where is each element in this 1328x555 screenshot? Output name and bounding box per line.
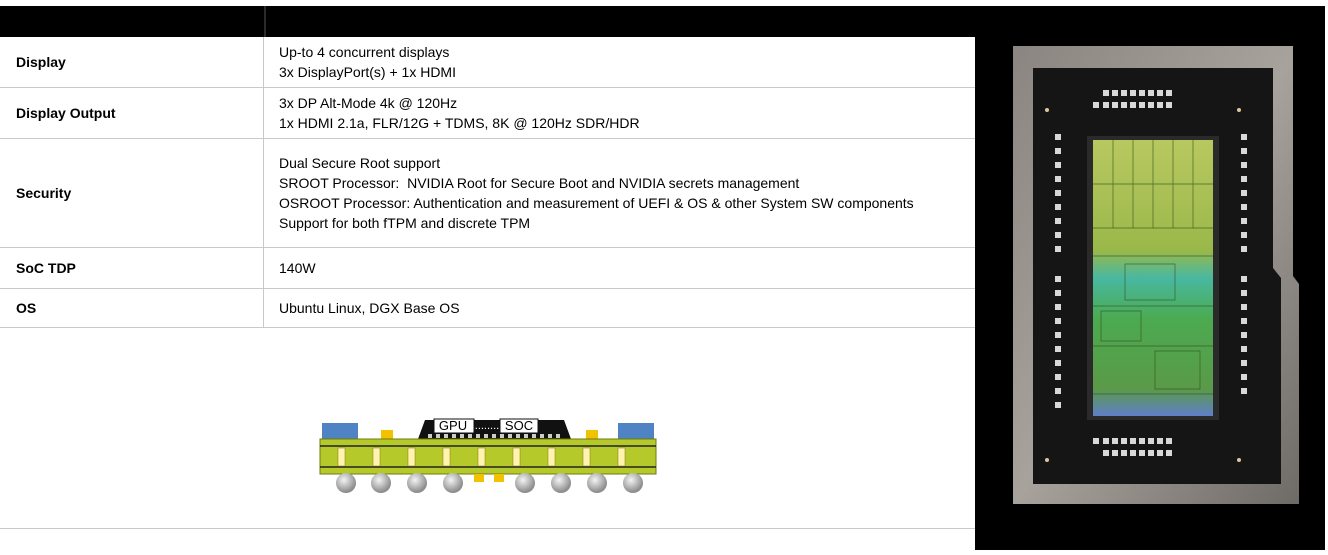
soc-die (499, 418, 539, 434)
header-divider (264, 6, 266, 37)
substrate-vias (337, 447, 626, 467)
row-label: OS (0, 289, 264, 327)
row-value: Up-to 4 concurrent displays 3x DisplayPo… (264, 37, 456, 87)
row-display: Display Up-to 4 concurrent displays 3x D… (0, 37, 975, 88)
row-os: OS Ubuntu Linux, DGX Base OS (0, 289, 975, 328)
row-label: SoC TDP (0, 248, 264, 288)
corner-dot (1045, 108, 1049, 112)
corner-dot (1045, 458, 1049, 462)
row-label: Display (0, 37, 264, 87)
solder-balls (336, 473, 643, 493)
row-value: Dual Secure Root support SROOT Processor… (264, 139, 914, 247)
row-security: Security Dual Secure Root support SROOT … (0, 139, 975, 248)
capacitor-left (381, 430, 393, 439)
capacitor-right (586, 430, 598, 439)
gpu-die (433, 418, 475, 434)
blue-component-left (322, 423, 358, 440)
value-line: 140W (279, 260, 316, 276)
bottom-capacitor-right (494, 474, 504, 482)
die-texture (1093, 140, 1213, 395)
value-line: Dual Secure Root support (279, 155, 441, 171)
blue-component-right (618, 423, 654, 440)
row-label: Security (0, 139, 264, 247)
pads-right (1241, 134, 1247, 394)
substrate (319, 438, 657, 475)
row-value: Ubuntu Linux, DGX Base OS (264, 289, 460, 327)
spec-table: Display Up-to 4 concurrent displays 3x D… (0, 6, 975, 328)
pads-top (1093, 90, 1172, 108)
value-line: OSROOT Processor: Authentication and mea… (279, 195, 914, 211)
row-value: 140W (264, 248, 316, 288)
value-line: 3x DisplayPort(s) + 1x HDMI (279, 64, 456, 80)
bottom-divider (0, 528, 975, 529)
row-display-output: Display Output 3x DP Alt-Mode 4k @ 120Hz… (0, 88, 975, 139)
row-label: Display Output (0, 88, 264, 138)
corner-dot (1237, 458, 1241, 462)
value-line: SROOT Processor: NVIDIA Root for Secure … (279, 175, 800, 191)
bump-dots: ........ (475, 420, 499, 432)
table-header (0, 6, 975, 37)
corner-dot (1237, 108, 1241, 112)
row-value: 3x DP Alt-Mode 4k @ 120Hz 1x HDMI 2.1a, … (264, 88, 640, 138)
value-line: Up-to 4 concurrent displays (279, 44, 450, 60)
pads-left (1055, 134, 1061, 408)
soc-label: SOC (505, 418, 533, 433)
value-line: 1x HDMI 2.1a, FLR/12G + TDMS, 8K @ 120Hz… (279, 115, 640, 131)
value-line: Support for both fTPM and discrete TPM (279, 215, 531, 231)
chip-photo-panel (975, 6, 1325, 550)
row-soc-tdp: SoC TDP 140W (0, 248, 975, 289)
chip-package-image (1013, 46, 1299, 504)
micro-bumps (428, 434, 560, 438)
package-cross-section-diagram: GPU SOC ........ (319, 418, 657, 493)
pads-bottom (1093, 438, 1172, 456)
bottom-capacitor-left (474, 474, 484, 482)
gpu-label: GPU (439, 418, 467, 433)
value-line: Ubuntu Linux, DGX Base OS (279, 300, 460, 316)
value-line: 3x DP Alt-Mode 4k @ 120Hz (279, 95, 458, 111)
